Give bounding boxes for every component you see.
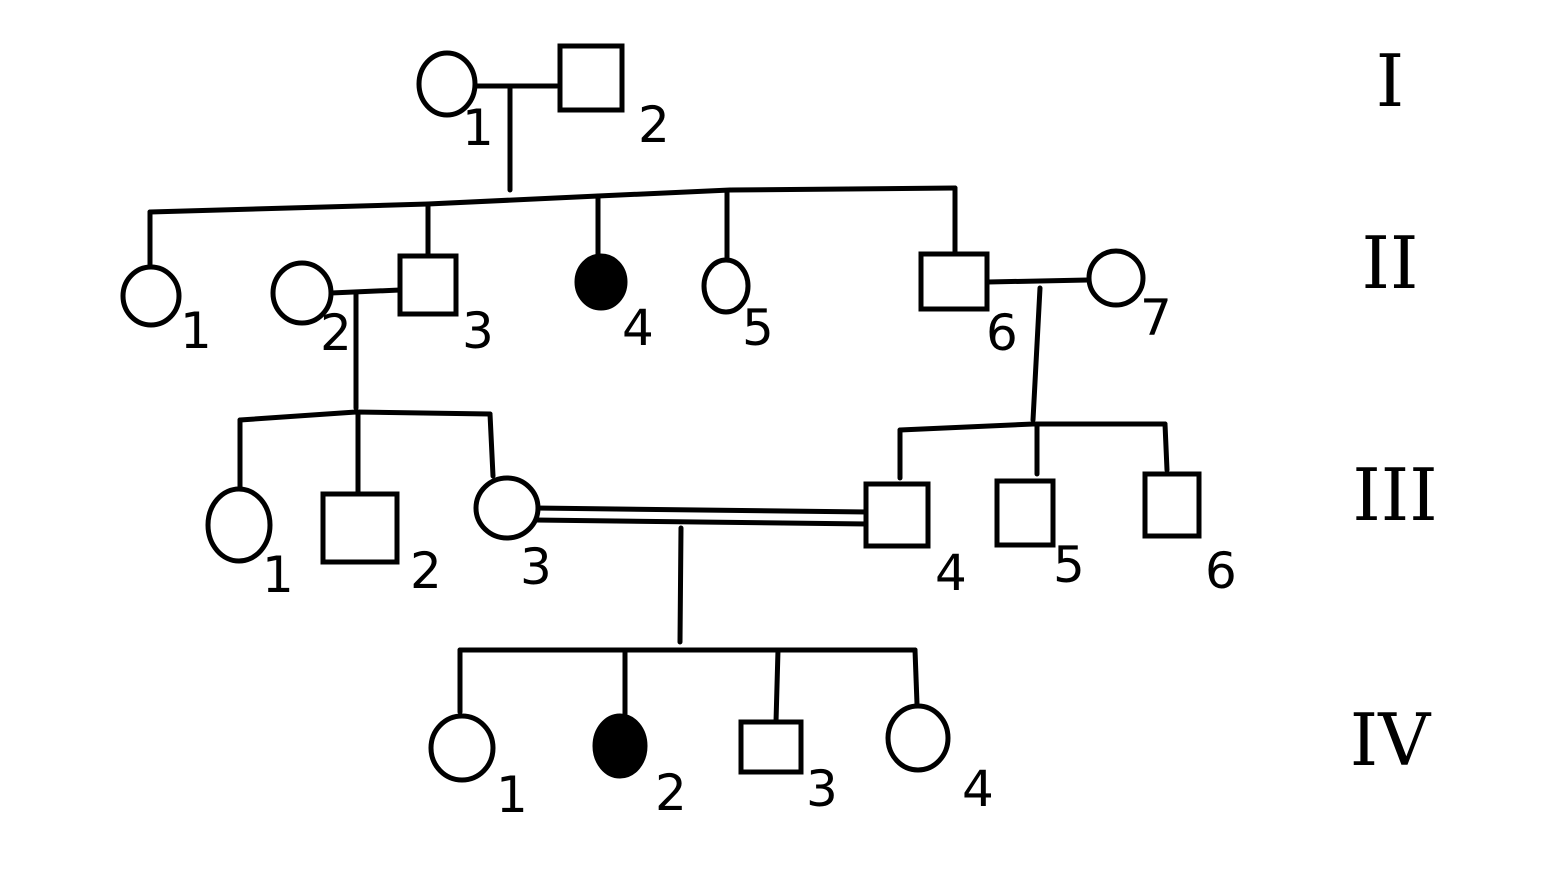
generation-I: 1 2: [416, 43, 670, 157]
sibship-line-III-right: [897, 421, 1168, 433]
generation-label-IV: IV: [1350, 698, 1432, 782]
individual-III-2-symbol: [320, 491, 400, 565]
drop-line-IV-3: [773, 647, 781, 725]
individual-II-1-label: 1: [180, 302, 212, 360]
individual-IV-4-label: 4: [962, 760, 994, 818]
generation-IV: 1 2 3 4: [428, 703, 994, 824]
descent-line-II6-II7: [1030, 285, 1043, 423]
individual-IV-3-symbol: [738, 719, 804, 775]
individual-IV-2-label: 2: [655, 764, 687, 822]
individual-III-3-symbol: [473, 475, 541, 541]
descent-line-III3-III4: [677, 525, 684, 645]
individual-I-1-label: 1: [462, 99, 494, 157]
individual-III-4-label: 4: [935, 544, 967, 602]
individual-IV-1-symbol: [428, 713, 496, 783]
individual-II-6-symbol: [918, 251, 990, 312]
drop-line-III-3: [487, 411, 496, 479]
individual-III-2-label: 2: [410, 542, 442, 600]
consanguineous-line-upper: [532, 505, 871, 515]
individual-II-3-label: 3: [462, 302, 494, 360]
drop-line-III-6: [1162, 421, 1170, 473]
individual-IV-3-label: 3: [806, 760, 838, 818]
individual-II-1-symbol: [120, 264, 182, 328]
individual-III-1-symbol: [205, 486, 273, 564]
individual-III-6-symbol: [1142, 471, 1202, 539]
generation-label-I: I: [1376, 39, 1404, 123]
pedigree-lines: [147, 83, 1170, 725]
individual-II-2-symbol: [270, 260, 334, 326]
individual-I-2-label: 2: [638, 96, 670, 154]
individual-IV-1-label: 1: [496, 766, 528, 824]
sibship-line-III-left: [237, 409, 493, 423]
individual-II-7-label: 7: [1140, 289, 1172, 347]
individual-II-5-label: 5: [742, 299, 774, 357]
individual-III-4-symbol: [863, 481, 931, 549]
individual-II-7-symbol: [1086, 248, 1146, 308]
individual-III-6-label: 6: [1205, 542, 1237, 600]
sibship-line-II: [147, 185, 958, 215]
individual-I-1-symbol: [416, 50, 478, 118]
mating-line-II2-II3: [328, 287, 403, 296]
individual-II-6-label: 6: [986, 304, 1018, 362]
individual-II-4-symbol: [574, 253, 628, 311]
individual-II-4-label: 4: [622, 299, 654, 357]
individual-III-5-symbol: [994, 478, 1056, 548]
individual-III-5-label: 5: [1053, 536, 1085, 594]
individual-II-2-label: 2: [320, 304, 352, 362]
generation-III: 1 2 3 4 5 6: [205, 471, 1237, 604]
consanguineous-line-lower: [532, 517, 871, 527]
individual-IV-4-symbol: [885, 703, 951, 773]
individual-III-1-label: 1: [262, 546, 294, 604]
individual-I-2-symbol: [557, 43, 625, 113]
individual-II-3-symbol: [397, 253, 459, 317]
generation-II: 1 2 3 4 5 6 7: [120, 248, 1172, 362]
individual-IV-2-symbol: [592, 713, 648, 779]
generation-label-II: II: [1362, 221, 1419, 305]
individual-II-5-symbol: [701, 257, 751, 315]
mating-line-II6-II7: [985, 277, 1091, 285]
generation-label-III: III: [1352, 453, 1437, 537]
drop-line-IV-4: [912, 647, 920, 707]
individual-III-3-label: 3: [520, 538, 552, 596]
generation-labels: I II III IV: [1350, 39, 1438, 782]
